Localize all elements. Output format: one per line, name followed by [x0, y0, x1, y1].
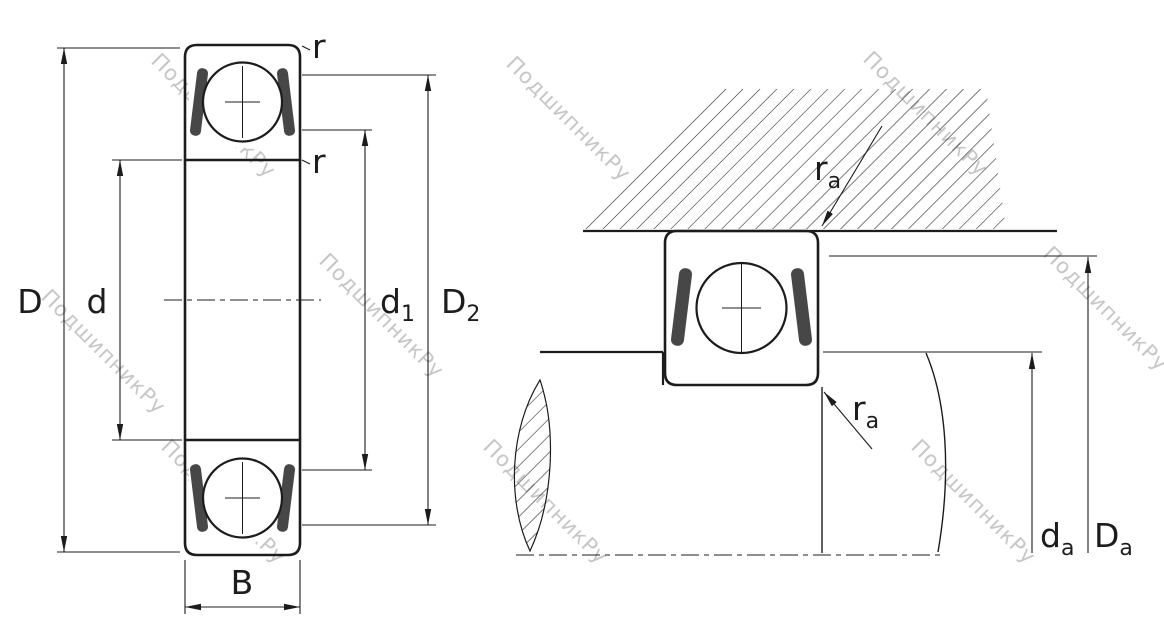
dimension-d1-label-sub: 1: [401, 302, 415, 327]
outer-ring-section-top: [183, 43, 302, 162]
dimension-d: d: [87, 159, 182, 441]
fillet-ra-bottom-label: ra: [852, 389, 879, 434]
seal-right-bottom: [276, 464, 296, 532]
fillet-ra-bottom-leader: [823, 391, 873, 450]
watermark-text: ПодшипникРу: [906, 435, 1040, 569]
dimension-Da-label-sub: a: [1119, 536, 1132, 561]
dimension-B-label: B: [231, 563, 254, 602]
fillet-ra-top-label-sub: a: [828, 169, 841, 194]
fillet-ra-top-label: ra: [814, 149, 841, 194]
dimension-d1-label: d1: [380, 282, 415, 327]
mounted-seal-right: [790, 268, 813, 346]
fillet-ra-top-label-main: r: [814, 149, 828, 188]
fillet-ra-top: ra: [814, 125, 883, 227]
dimension-d-label: d: [87, 282, 108, 321]
dimension-D2-label-sub: 2: [466, 302, 480, 327]
shaft-local-section-hatch: [513, 378, 552, 553]
mounted-view: ra ra da Da: [513, 89, 1133, 561]
dimension-Da: Da: [1084, 257, 1133, 561]
mounted-seal-left: [670, 268, 693, 346]
dimension-D-label: D: [17, 282, 42, 321]
dimension-Da-label: Da: [1094, 516, 1133, 561]
dimension-d1-label-main: d: [380, 282, 401, 321]
fillet-ra-top-leader: [821, 125, 883, 227]
dimension-da-label: da: [1040, 516, 1074, 561]
dimension-d1: d1: [302, 129, 415, 471]
watermark-text: ПодшипникРу: [501, 52, 635, 186]
dimension-Da-label-main: D: [1094, 516, 1119, 555]
dimension-D2-label: D2: [441, 282, 480, 327]
radius-r-inner-leader: [301, 159, 311, 165]
fillet-ra-bottom-label-main: r: [852, 389, 866, 428]
shaft-break-curve: [925, 352, 947, 553]
dimension-da-label-sub: a: [1061, 536, 1074, 561]
seal-left-top: [189, 68, 209, 136]
radius-r-inner-label: r: [312, 142, 326, 181]
dimension-da: da: [1028, 353, 1074, 561]
dimension-D2: D2: [302, 74, 480, 526]
mounted-bearing-section: [663, 229, 820, 387]
fillet-ra-bottom: ra: [823, 389, 879, 450]
fillet-ra-bottom-label-sub: a: [866, 409, 879, 434]
dimension-D: D: [17, 47, 180, 553]
housing-hatch: [585, 89, 1006, 229]
outer-ring-section-bottom: [183, 438, 302, 557]
dimension-B: B: [184, 560, 301, 614]
front-view: D d d1 D2 B: [17, 27, 480, 614]
seal-left-bottom: [189, 464, 209, 532]
dimension-D2-label-main: D: [441, 282, 466, 321]
corner-radius-labels: r r: [301, 27, 326, 181]
radius-r-outer-leader: [301, 45, 311, 51]
watermark-text: ПодшипникРу: [1038, 242, 1164, 376]
dimension-da-label-main: d: [1040, 516, 1061, 555]
radius-r-outer-label: r: [312, 27, 326, 66]
seal-right-top: [276, 68, 296, 136]
